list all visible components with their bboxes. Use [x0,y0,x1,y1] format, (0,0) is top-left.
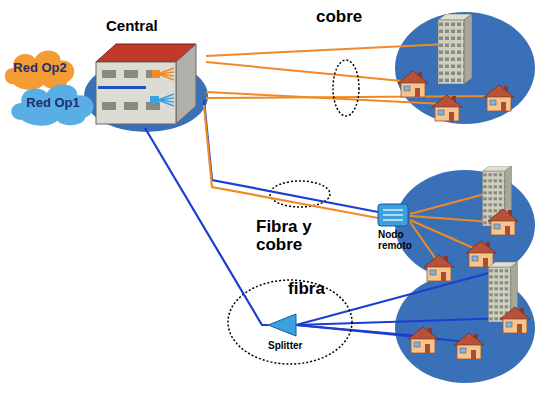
operator-cloud: Red Op1 [8,80,98,126]
cloud-outline [5,50,74,89]
node-label: Red Op2 [13,61,66,75]
node-label: Splitter [268,340,322,351]
dotted-ellipse [333,60,359,116]
fibre-or-copper-link [145,128,268,325]
fibre-drops [296,270,512,342]
operator-cloud: Red Op2 [2,46,78,90]
central-office: Central [88,18,204,128]
splitter-triangle [268,314,296,336]
dotted-ellipse [228,280,352,364]
section-label: fibra [288,280,348,298]
splitter: Splitter [268,312,322,366]
node-label: Red Op1 [26,96,79,110]
area-ground [395,12,535,124]
node-label: Nodo remoto [378,229,432,251]
building-drawing [96,44,196,124]
remote-node: Nodo remoto [378,198,432,262]
section-label: cobre [316,8,386,26]
node-label: Central [106,18,204,35]
houses [398,14,530,359]
splitter-shape [268,312,322,366]
remote-node-device [378,204,408,226]
fibre-or-copper-link [204,105,378,218]
central-office-shape [88,18,204,128]
section-label: Fibra y cobre [256,218,336,254]
fibre-or-copper-link [204,100,378,212]
cloud-outline [11,85,93,126]
